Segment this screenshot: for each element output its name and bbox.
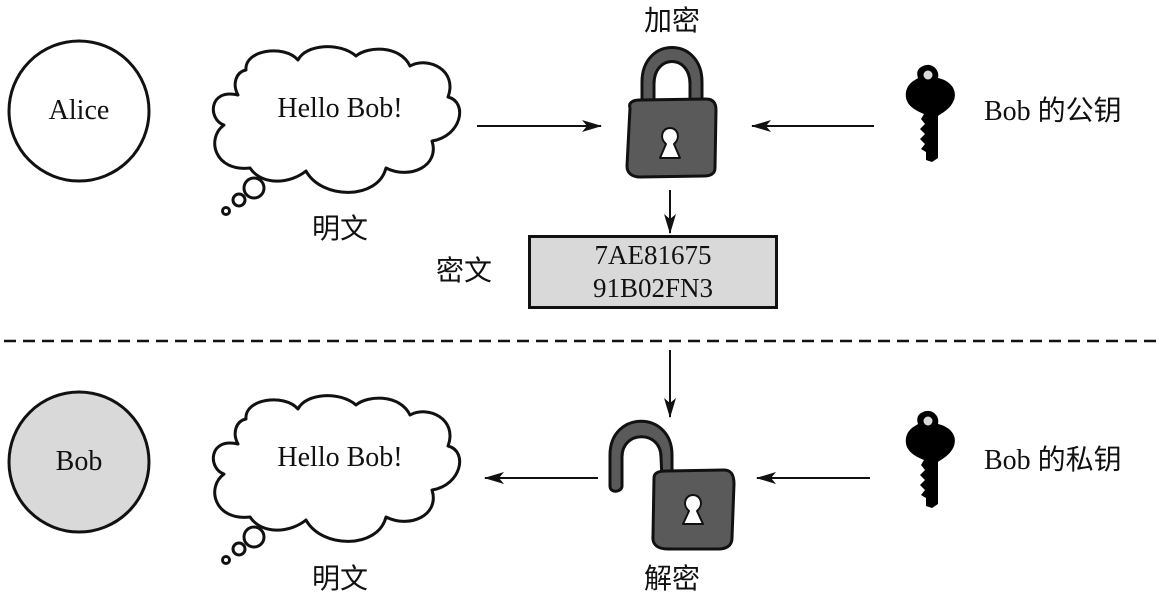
thought-cloud-top xyxy=(211,45,462,216)
alice-label: Alice xyxy=(48,95,110,126)
private-key-label: Bob 的私钥 xyxy=(984,445,1122,476)
thought-cloud-bottom xyxy=(211,394,462,565)
ciphertext-label: 密文 xyxy=(436,256,493,287)
lock-open-icon xyxy=(608,419,736,551)
public-key-icon xyxy=(905,64,955,162)
alice-node xyxy=(7,39,151,183)
plaintext-label-top: 明文 xyxy=(311,214,369,245)
encrypt-label: 加密 xyxy=(643,6,701,37)
ciphertext-box: 7AE81675 91B02FN3 xyxy=(528,235,778,309)
ciphertext-line-1: 7AE81675 xyxy=(594,240,712,270)
plaintext-bubble-bottom: Hello Bob! xyxy=(277,442,403,473)
private-key-icon xyxy=(905,410,955,508)
bob-node xyxy=(7,390,151,534)
lock-closed-icon xyxy=(625,46,718,179)
ciphertext-line-2: 91B02FN3 xyxy=(592,273,714,303)
bob-label: Bob xyxy=(55,446,103,477)
decrypt-label: 解密 xyxy=(643,564,701,595)
plaintext-bubble-top: Hello Bob! xyxy=(277,93,403,124)
public-key-label: Bob 的公钥 xyxy=(984,96,1122,127)
plaintext-label-bottom: 明文 xyxy=(311,564,369,595)
